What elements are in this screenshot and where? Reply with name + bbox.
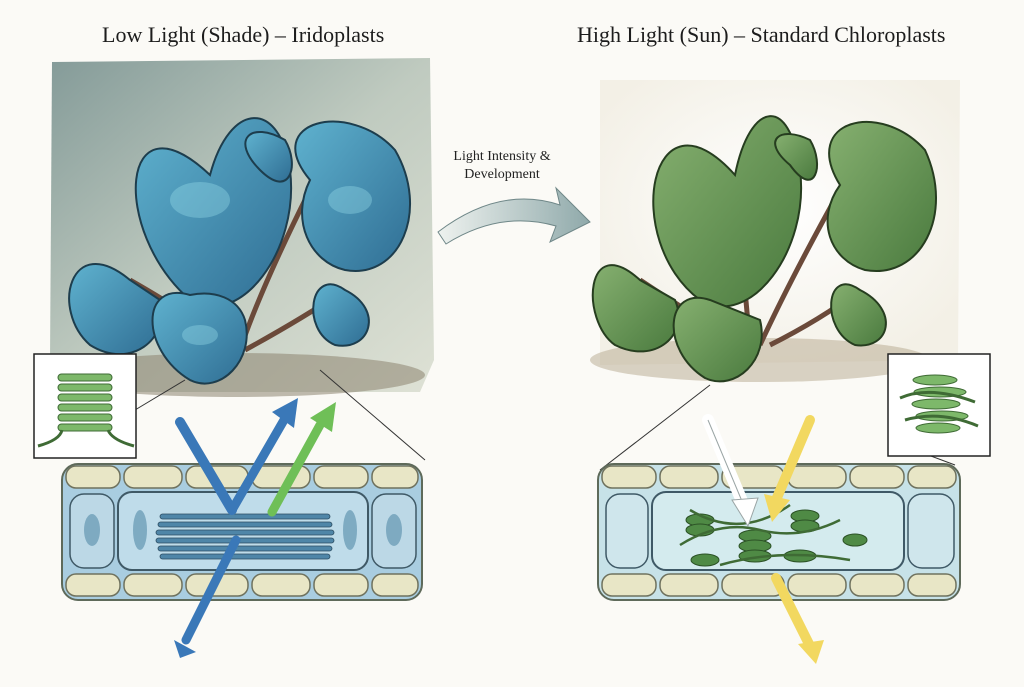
title-high-light: High Light (Sun) – Standard Chloroplasts [577, 22, 946, 47]
sun-leaf-back [774, 133, 818, 181]
reflected-blue-ray [227, 415, 289, 515]
center-transition-arrow [437, 186, 591, 245]
transmitted-blue-arrowhead [174, 640, 196, 658]
shade-panel [45, 58, 434, 397]
shade-cell-layer [61, 463, 423, 601]
shade-leaf-bottom [151, 292, 248, 385]
iridoplast-stack-icon [57, 373, 113, 432]
incident-blue-ray [175, 417, 237, 515]
incident-yellow-ray [771, 415, 815, 505]
shade-organelles [84, 510, 402, 550]
shade-leaf-back [244, 130, 293, 183]
sun-side-cell-left [605, 493, 649, 569]
reflected-green-ray [267, 420, 325, 517]
transmitted-yellow-ray [771, 573, 815, 651]
shade-leaf-large [134, 117, 293, 308]
shade-leaves [68, 117, 411, 385]
center-arrow-label: Light Intensity & Development [432, 148, 572, 184]
incident-white-arrowhead [731, 497, 759, 528]
iridoplast-thylakoids [155, 513, 335, 560]
sun-light-rays [702, 414, 824, 664]
shade-leaf-right [294, 120, 411, 272]
sun-leaf-right [826, 120, 937, 273]
shade-leaf-small [312, 283, 370, 347]
center-arrow-label-line2: Development [464, 167, 540, 182]
transmitted-yellow-arrowhead [798, 640, 824, 664]
sun-epidermis-bottom [601, 573, 957, 597]
sun-leaf-small [830, 283, 887, 347]
sun-panel [590, 80, 960, 383]
shade-light-rays [174, 398, 336, 658]
sun-leaf-bottom [672, 296, 763, 383]
title-low-light: Low Light (Shade) – Iridoplasts [102, 22, 385, 47]
iridoplast-inset [33, 353, 426, 461]
sun-cell-layer [597, 463, 961, 601]
sun-ground [590, 338, 930, 382]
shade-ground [45, 353, 425, 397]
incident-yellow-arrowhead [764, 494, 790, 522]
sun-leaf-large [652, 115, 803, 308]
reflected-green-arrowhead [310, 402, 336, 432]
center-arrow-label-line1: Light Intensity & [453, 149, 551, 164]
incident-white-ray [707, 419, 745, 507]
shade-leaf-highlights [170, 182, 372, 345]
shade-epidermis-bottom [65, 573, 419, 597]
sun-epidermis-top [601, 465, 957, 489]
chloroplast-inset [599, 353, 991, 471]
reflected-blue-arrowhead [272, 398, 298, 428]
sun-side-cell-right [907, 493, 955, 569]
sun-leaves [591, 115, 937, 383]
transmitted-blue-ray [181, 535, 241, 645]
